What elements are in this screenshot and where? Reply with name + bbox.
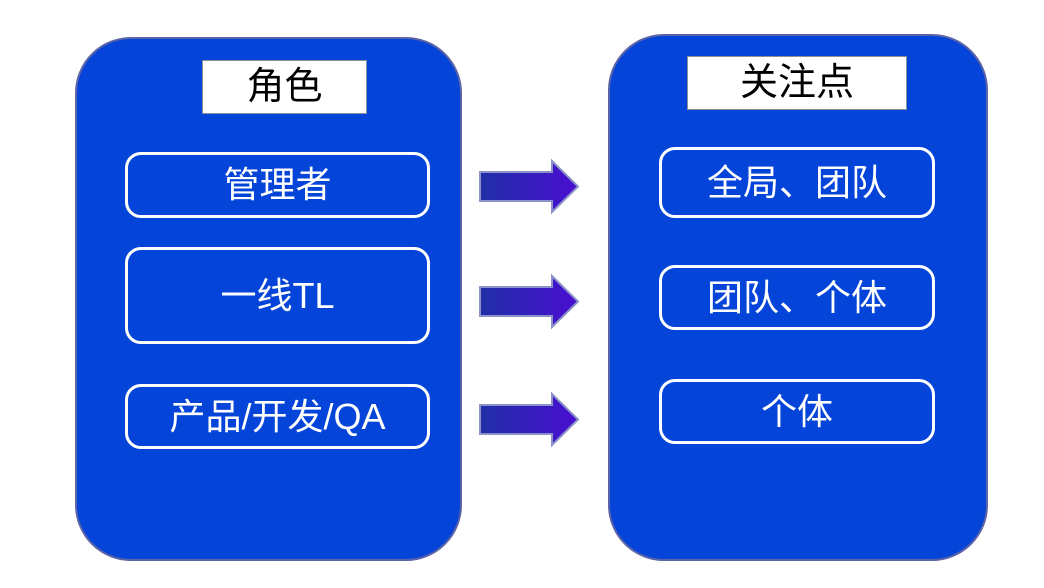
focus-panel-title-text: 关注点 bbox=[739, 62, 854, 104]
right-arrow-icon-2 bbox=[479, 273, 580, 330]
roles-panel-title: 角色 bbox=[202, 60, 367, 114]
roles-panel-title-text: 角色 bbox=[246, 66, 323, 108]
focus-box-global-team: 全局、团队 bbox=[659, 147, 935, 218]
role-box-product-dev-qa-label: 产品/开发/QA bbox=[169, 395, 386, 437]
focus-panel-title: 关注点 bbox=[687, 56, 907, 110]
focus-box-individual: 个体 bbox=[659, 379, 935, 444]
right-arrow-icon-1 bbox=[479, 158, 580, 215]
focus-box-team-individual: 团队、个体 bbox=[659, 265, 935, 330]
focus-box-team-individual-label: 团队、个体 bbox=[706, 276, 887, 318]
role-box-frontline-tl: 一线TL bbox=[125, 247, 430, 344]
role-box-manager: 管理者 bbox=[125, 152, 430, 218]
role-box-product-dev-qa: 产品/开发/QA bbox=[125, 384, 430, 449]
role-box-manager-label: 管理者 bbox=[223, 164, 332, 205]
focus-panel: 关注点 全局、团队 团队、个体 个体 bbox=[608, 34, 988, 561]
roles-panel: 角色 管理者 一线TL 产品/开发/QA bbox=[75, 37, 462, 561]
role-box-frontline-tl-label: 一线TL bbox=[220, 274, 335, 316]
focus-box-global-team-label: 全局、团队 bbox=[706, 161, 887, 203]
right-arrow-icon-3 bbox=[479, 391, 580, 448]
focus-box-individual-label: 个体 bbox=[760, 390, 833, 432]
